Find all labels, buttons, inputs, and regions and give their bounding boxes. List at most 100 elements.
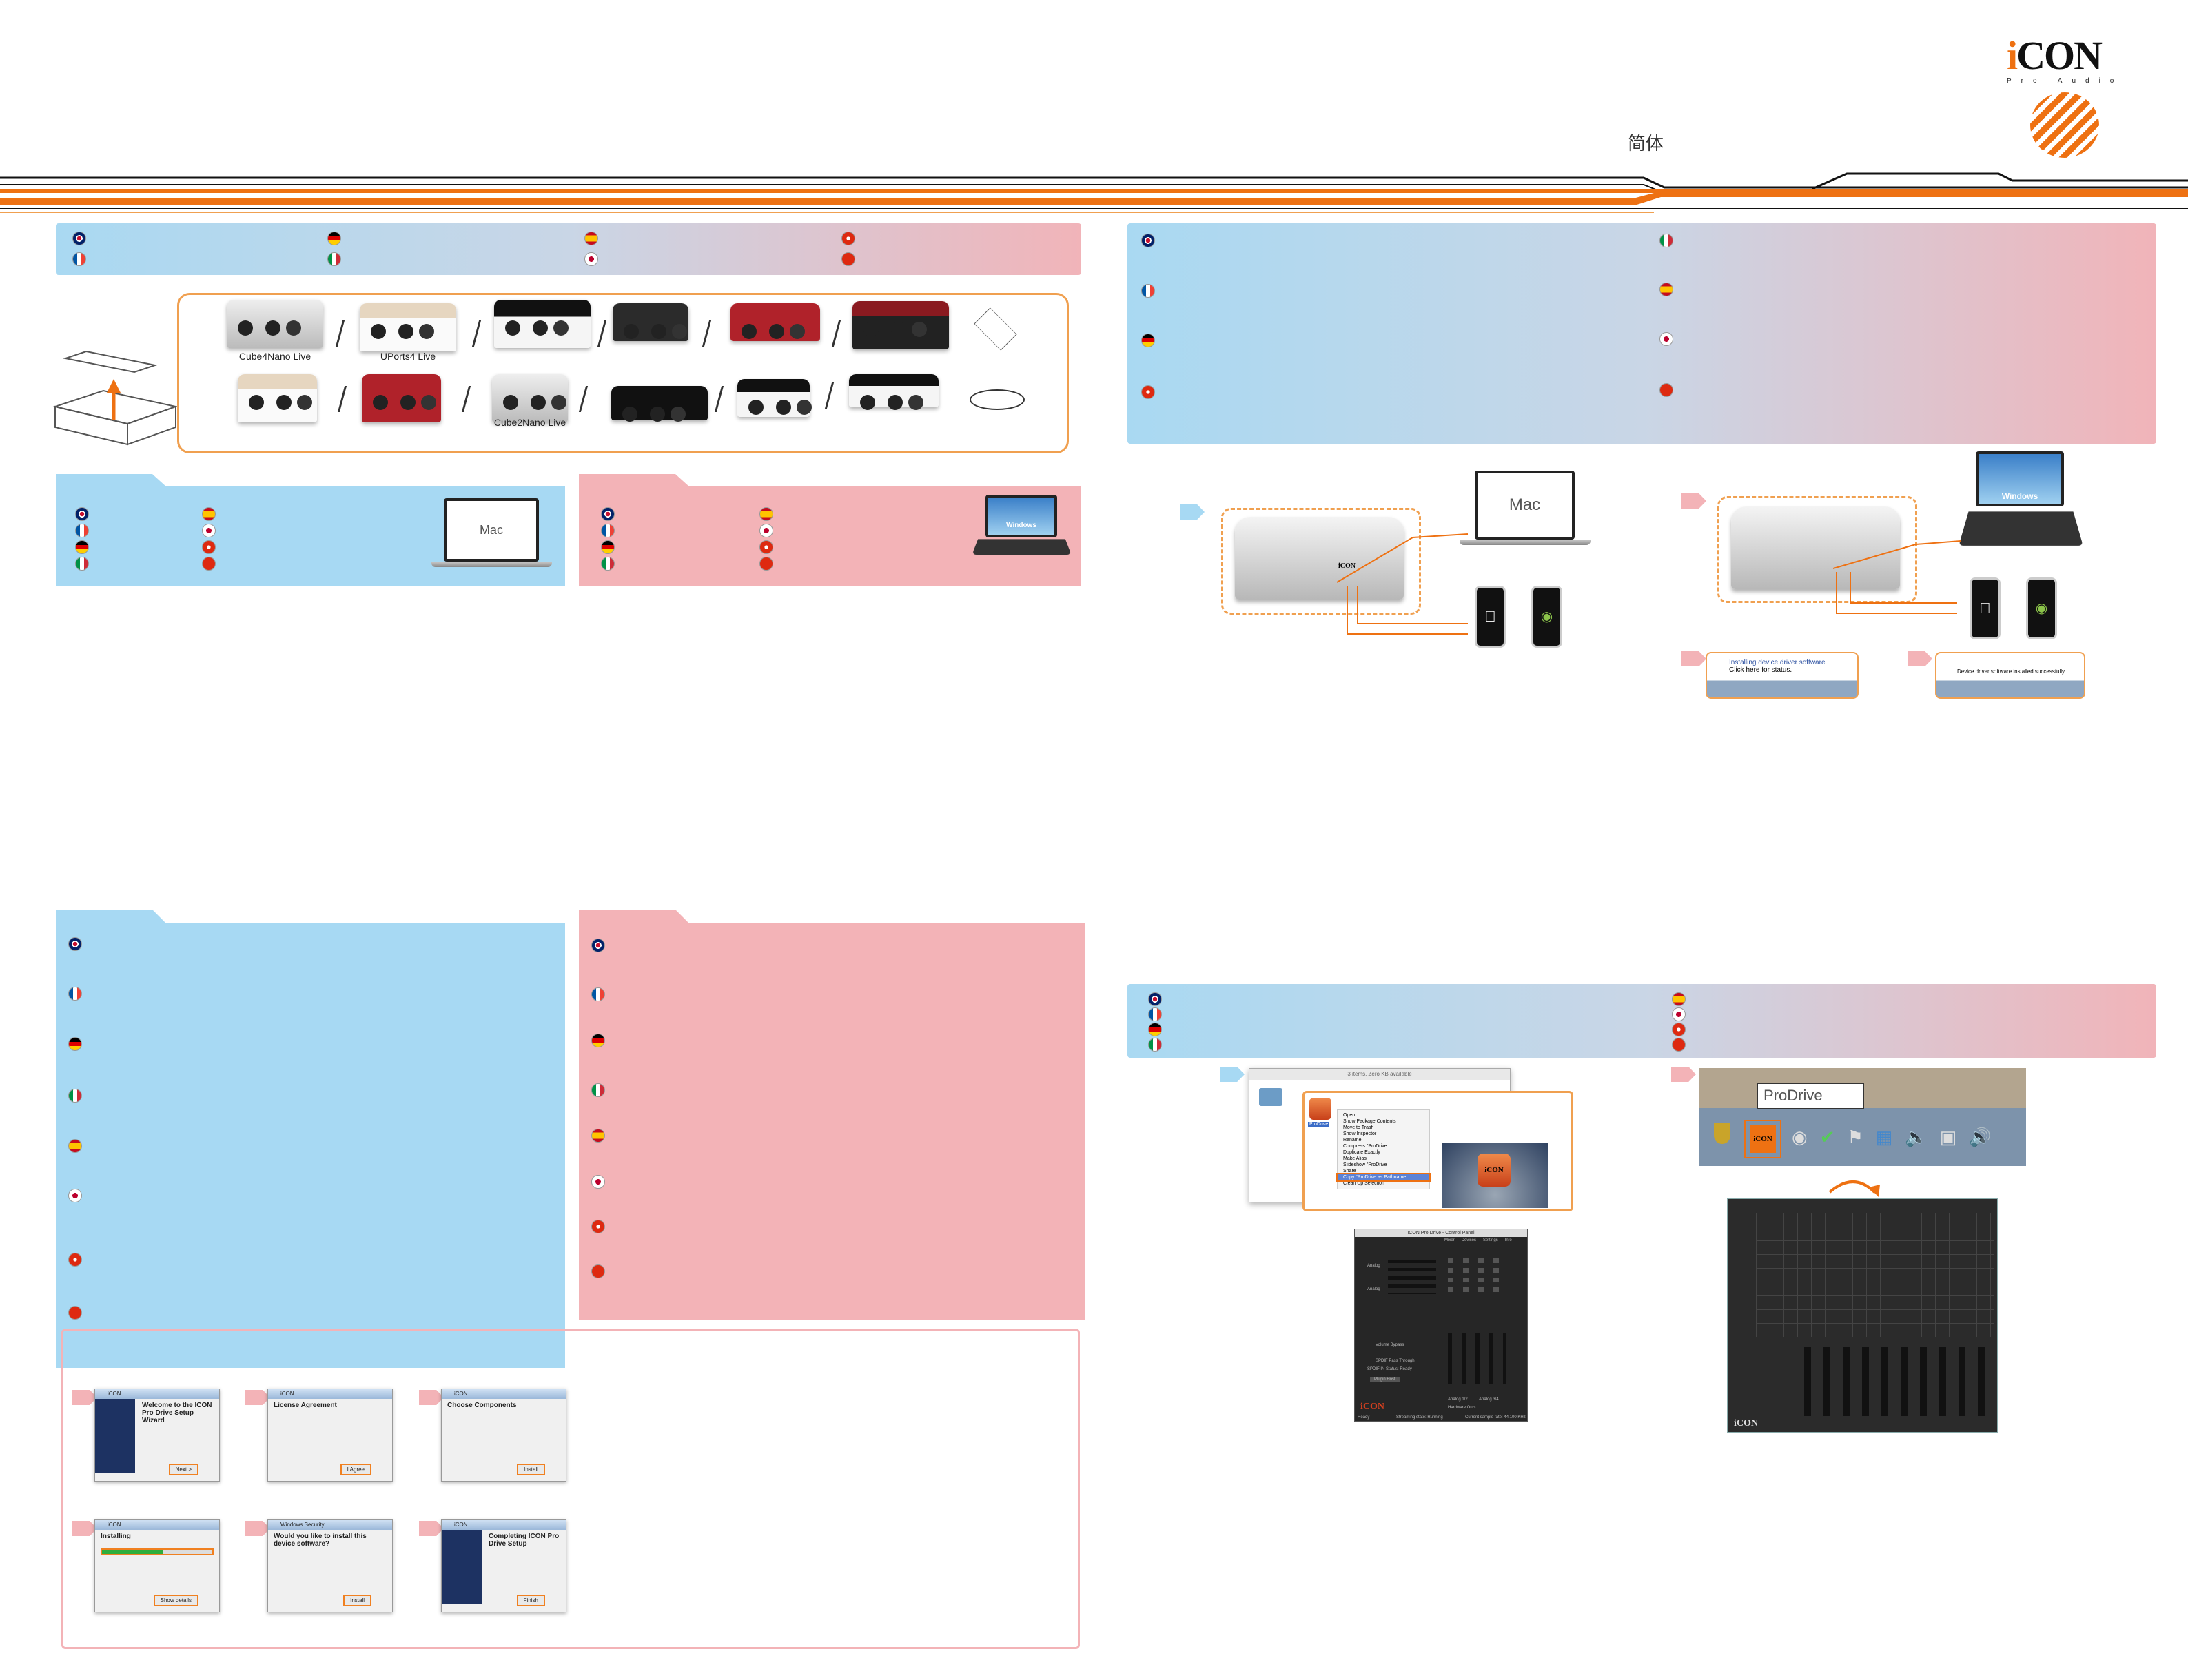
control-panel-tab[interactable]: Devices xyxy=(1461,1238,1477,1242)
window-title: iCON xyxy=(442,1520,566,1530)
control-panel-tab[interactable]: Info xyxy=(1504,1238,1512,1242)
step-button[interactable]: Show details xyxy=(153,1595,198,1606)
step-arrow-icon xyxy=(72,1390,97,1405)
installing-subtitle[interactable]: Click here for status. xyxy=(1729,666,1792,674)
product-image xyxy=(494,300,591,348)
context-menu-item[interactable]: Open xyxy=(1343,1113,1356,1118)
step-arrow-icon xyxy=(1908,651,1932,666)
step-button[interactable]: I Agree xyxy=(340,1464,371,1475)
product-image xyxy=(737,379,810,417)
flag-uk-icon xyxy=(72,232,86,245)
flag-cn-icon xyxy=(841,252,855,266)
step-title: Choose Components xyxy=(447,1402,517,1409)
faders[interactable] xyxy=(1804,1347,1994,1416)
flag-cn-icon xyxy=(1672,1038,1686,1052)
card-icon xyxy=(974,307,1017,351)
mac-laptop-base xyxy=(431,562,552,567)
installer-steps-box xyxy=(61,1329,1080,1649)
flag-it-icon xyxy=(601,557,615,571)
flag-cn-icon xyxy=(759,557,773,571)
prodrive-tray-icon[interactable]: iCON xyxy=(1744,1120,1781,1158)
context-menu-item[interactable]: Compress "ProDrive xyxy=(1343,1144,1387,1149)
flag-es-icon xyxy=(68,1139,82,1153)
product-image xyxy=(613,303,688,341)
mac-laptop-image: Mac xyxy=(1475,471,1575,540)
context-menu-item[interactable]: Slideshow "ProDrive xyxy=(1343,1162,1387,1167)
product-image-uports4 xyxy=(360,303,456,351)
flag-es-icon xyxy=(1659,283,1673,296)
windows-laptop-image: Windows xyxy=(1976,451,2064,506)
prodrive-windows-app: iCON xyxy=(1727,1198,1998,1433)
input-label: Analog xyxy=(1367,1287,1380,1291)
context-menu-item[interactable]: Rename xyxy=(1343,1138,1362,1143)
control-panel-tab[interactable]: Mixer xyxy=(1444,1238,1455,1242)
mac-install-panel xyxy=(56,910,565,1368)
android-phone-image: ◉ xyxy=(2026,577,2057,639)
step-button[interactable]: Install xyxy=(343,1595,371,1606)
prodrive-app-icon[interactable] xyxy=(1309,1098,1331,1120)
prodrive-app-icon[interactable]: iCON xyxy=(1478,1154,1511,1187)
tray-icon-label: iCON xyxy=(1750,1125,1776,1153)
installing-title[interactable]: Installing device driver software xyxy=(1729,659,1826,666)
cube-device-image xyxy=(1731,506,1900,589)
control-panel-tab[interactable]: Settings xyxy=(1483,1238,1498,1242)
flag-uk-icon xyxy=(591,939,605,952)
flag-hk-icon xyxy=(759,540,773,554)
spdif-pass-option[interactable]: SPDIF Pass Through xyxy=(1376,1359,1415,1363)
window-title: Windows Security xyxy=(268,1520,392,1530)
faders[interactable] xyxy=(1448,1333,1506,1384)
step-arrow-icon xyxy=(245,1390,270,1405)
context-menu-item[interactable]: Make Alias xyxy=(1343,1156,1367,1161)
context-menu-item[interactable]: Share xyxy=(1343,1169,1356,1174)
finder-status: 3 items, Zero KB available xyxy=(1249,1069,1510,1080)
windows-laptop-image: Windows xyxy=(985,495,1057,537)
icon-logo: iCON Pro Audio xyxy=(2007,36,2123,158)
flag-de-icon xyxy=(1148,1023,1162,1036)
flag-uk-icon xyxy=(75,507,89,521)
hardware-outs-label: Hardware Outs xyxy=(1448,1406,1476,1410)
flag-es-icon xyxy=(591,1129,605,1143)
context-menu-item[interactable]: Show Package Contents xyxy=(1343,1119,1396,1124)
context-menu-item[interactable]: Clean Up Selection xyxy=(1343,1181,1384,1186)
flag-it-icon xyxy=(1659,234,1673,247)
context-menu-item[interactable]: Duplicate Exactly xyxy=(1343,1150,1380,1155)
step-button[interactable]: Finish xyxy=(516,1595,545,1606)
step-arrow-icon xyxy=(419,1390,444,1405)
flag-fr-icon xyxy=(591,987,605,1001)
app-grid[interactable] xyxy=(1756,1213,1994,1337)
context-menu-item[interactable]: Show Inspector xyxy=(1343,1131,1377,1136)
volume-bypass-option[interactable]: Volume Bypass xyxy=(1376,1343,1404,1347)
package-contents-box xyxy=(177,293,1069,453)
windows-laptop-keyboard xyxy=(972,539,1072,555)
step-button[interactable]: Install xyxy=(517,1464,545,1475)
connection-cables xyxy=(1337,533,1469,635)
step-title: License Agreement xyxy=(274,1402,337,1409)
separator xyxy=(824,382,835,409)
flag-hk-icon xyxy=(1141,385,1155,399)
step-button[interactable]: Next > xyxy=(168,1464,198,1475)
flag-de-icon xyxy=(591,1034,605,1047)
package-box-illustration xyxy=(52,350,178,446)
product-image xyxy=(852,301,949,349)
separator xyxy=(578,386,589,412)
wizard-sidebar xyxy=(442,1530,482,1604)
plugin-host-button[interactable]: Plugin Host xyxy=(1370,1377,1400,1382)
flag-uk-icon xyxy=(1148,992,1162,1006)
status-ready: Ready xyxy=(1358,1415,1370,1420)
flag-jp-icon xyxy=(68,1189,82,1202)
routing-matrix[interactable] xyxy=(1448,1258,1503,1296)
flag-hk-icon xyxy=(1672,1023,1686,1036)
flag-es-icon xyxy=(584,232,598,245)
flag-uk-icon xyxy=(601,507,615,521)
step-arrow-icon xyxy=(72,1521,97,1536)
folder-icon[interactable] xyxy=(1259,1088,1282,1106)
context-menu-item[interactable]: Move to Trash xyxy=(1343,1125,1374,1130)
context-menu-item[interactable]: Copy "ProDrive as Pathname xyxy=(1336,1173,1431,1182)
product-image xyxy=(362,374,441,422)
step-arrow-icon xyxy=(245,1521,270,1536)
flag-jp-icon xyxy=(1672,1007,1686,1021)
header-stripes xyxy=(0,172,2188,213)
windows-laptop-keyboard xyxy=(1959,511,2083,546)
